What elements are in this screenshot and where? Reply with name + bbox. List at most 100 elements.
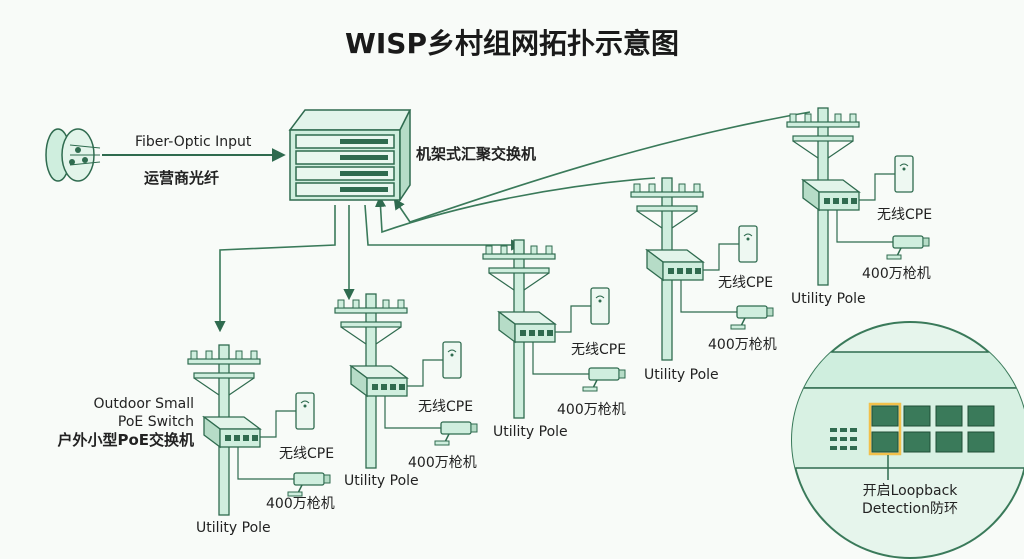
crossarm	[488, 267, 550, 274]
insulator	[633, 183, 641, 193]
poe-switch-icon	[497, 310, 557, 344]
wifi-icon	[743, 233, 753, 237]
camera-link	[384, 396, 441, 429]
brace	[375, 326, 402, 345]
utility-pole-5	[786, 107, 930, 286]
port	[833, 198, 839, 204]
wireless-cpe-icon	[590, 287, 610, 325]
insulator	[804, 113, 812, 123]
port	[547, 330, 553, 336]
brace	[228, 377, 255, 396]
link-pole-5	[393, 111, 811, 223]
insulator	[678, 183, 686, 193]
camera-icon	[730, 305, 774, 330]
port	[252, 435, 258, 441]
insulator	[693, 183, 701, 193]
port	[824, 198, 830, 204]
crossarm	[334, 307, 408, 314]
insulator	[789, 113, 797, 123]
port	[538, 330, 544, 336]
loopback-highlight	[868, 402, 902, 456]
insulator	[190, 350, 198, 360]
insulator	[397, 299, 405, 309]
insulator	[235, 350, 243, 360]
port	[677, 268, 683, 274]
pole-label-2: Utility Pole	[344, 473, 419, 489]
brace	[340, 326, 367, 345]
port	[234, 435, 240, 441]
poe-switch-icon	[349, 364, 409, 398]
cpe-link	[703, 243, 739, 271]
poe-switch-label-cn: 户外小型PoE交换机	[57, 431, 194, 449]
utility-pole-4	[630, 177, 774, 361]
camera-icon	[434, 421, 478, 446]
poe-switch-label-en-1: Outdoor Small	[93, 396, 195, 412]
wifi-icon	[447, 349, 457, 353]
insulator	[250, 350, 258, 360]
insulator	[545, 245, 553, 255]
rack-switch-icon	[288, 109, 412, 203]
camera-icon	[886, 235, 930, 260]
insulator	[648, 183, 656, 193]
crossarm	[636, 205, 698, 212]
link-pole-3	[364, 204, 523, 251]
insulator	[205, 350, 213, 360]
poe-switch-icon	[202, 415, 262, 449]
camera-label-3: 400万枪机	[557, 402, 626, 418]
wifi-icon	[300, 400, 310, 404]
cpe-label-3: 无线CPE	[571, 342, 627, 358]
camera-label-5: 400万枪机	[862, 266, 931, 282]
fiber-source-label: 运营商光纤	[144, 169, 220, 187]
poe-switch-icon	[645, 248, 705, 282]
brace	[671, 210, 698, 229]
cpe-label-2: 无线CPE	[418, 399, 474, 415]
utility-poles	[187, 107, 930, 516]
brace	[523, 272, 550, 291]
ethernet-ports	[871, 405, 995, 453]
cpe-link	[859, 173, 895, 201]
wireless-cpe-icon	[738, 225, 758, 263]
wifi-icon	[595, 295, 605, 299]
poe-switch-label-en-2: PoE Switch	[117, 414, 194, 430]
pole-label-4: Utility Pole	[644, 367, 719, 383]
fiber-input-label: Fiber-Optic Input	[135, 134, 252, 150]
brace	[193, 377, 220, 396]
camera-link	[836, 210, 893, 243]
crossarm	[340, 321, 402, 328]
camera-link	[680, 280, 737, 313]
cpe-label-1: 无线CPE	[279, 446, 335, 462]
port	[372, 384, 378, 390]
port	[225, 435, 231, 441]
port	[243, 435, 249, 441]
page-title: WISP乡村组网拓扑示意图	[345, 27, 679, 60]
port	[529, 330, 535, 336]
camera-label-1: 400万枪机	[266, 496, 335, 512]
insulator	[352, 299, 360, 309]
pole-label-5: Utility Pole	[791, 291, 866, 307]
pole-label-1: Utility Pole	[196, 520, 271, 536]
camera-icon	[582, 367, 626, 392]
core-switch-label: 机架式汇聚交换机	[416, 145, 537, 163]
loopback-label-2: Detection防环	[861, 501, 958, 517]
crossarm	[482, 253, 556, 260]
led-array	[830, 428, 857, 450]
utility-pole-2	[334, 293, 478, 469]
cpe-label-5: 无线CPE	[877, 207, 933, 223]
port	[851, 198, 857, 204]
cpe-label-4: 无线CPE	[718, 275, 774, 291]
insulator	[337, 299, 345, 309]
loopback-zoom	[791, 321, 1024, 559]
port	[686, 268, 692, 274]
insulator	[500, 245, 508, 255]
brace	[636, 210, 663, 229]
insulator	[382, 299, 390, 309]
insulator	[849, 113, 857, 123]
pole-label-3: Utility Pole	[493, 424, 568, 440]
link-pole-1	[214, 205, 336, 333]
camera-link	[532, 342, 589, 375]
utility-pole-1	[187, 344, 331, 516]
crossarm	[786, 121, 860, 128]
port	[668, 268, 674, 274]
port	[390, 384, 396, 390]
wireless-cpe-icon	[295, 392, 315, 430]
